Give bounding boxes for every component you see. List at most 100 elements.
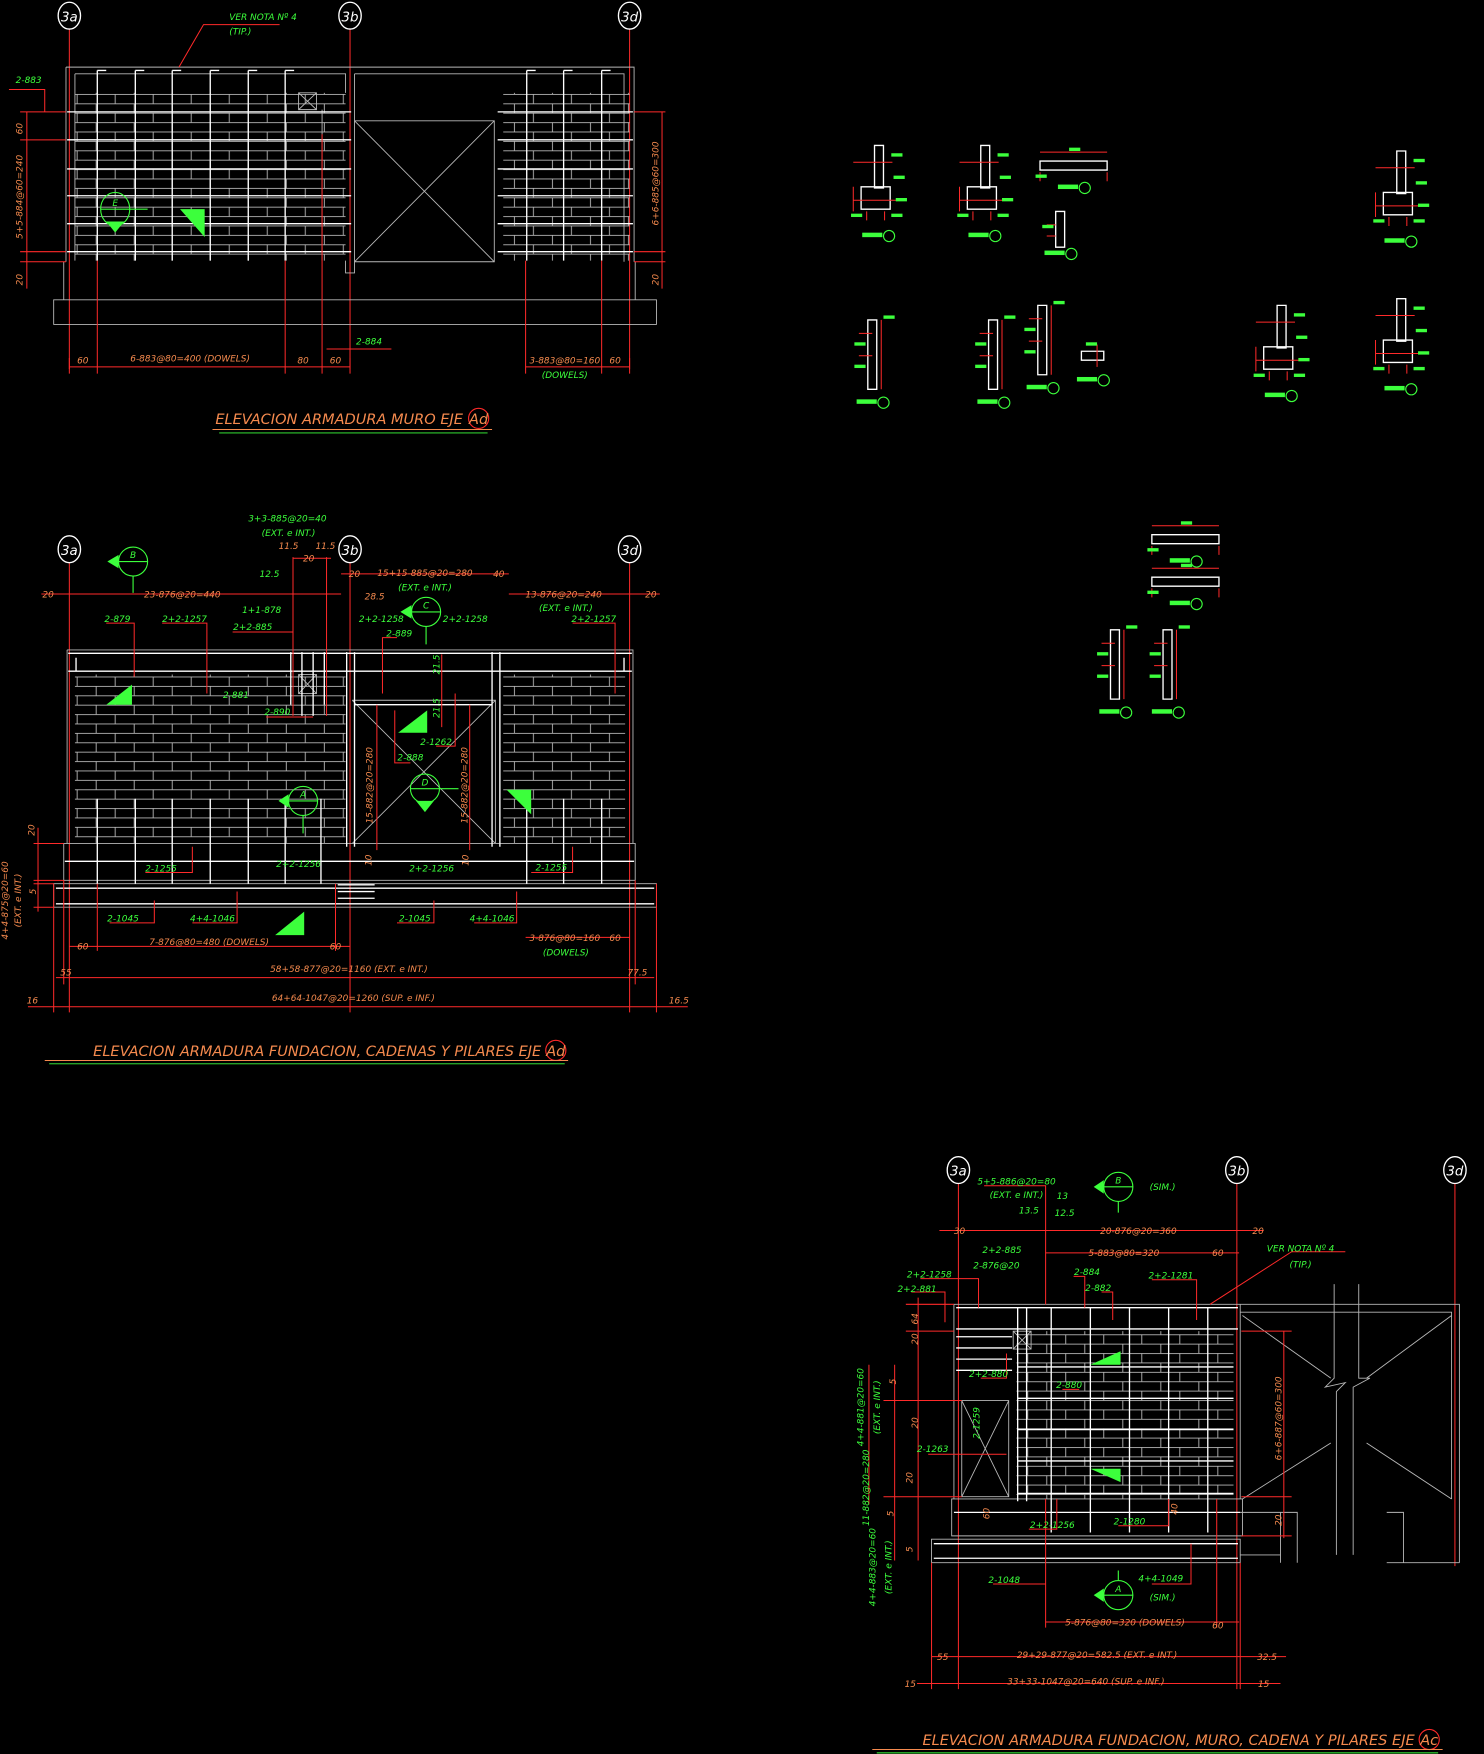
section-dimensions [1151, 567, 1220, 598]
section-letter: B [130, 551, 136, 561]
section-rebar-tag [1002, 197, 1014, 202]
dim-label: 5 [889, 1378, 899, 1384]
section-caption [856, 399, 877, 404]
sim-label: (SIM.) [1150, 1183, 1176, 1193]
section-rebar-tag [1149, 652, 1161, 656]
dim-label: 5 [887, 1510, 897, 1516]
rebar-label: 4+4-1046 [470, 915, 515, 925]
dim-label: 15-882@20=280 [365, 747, 375, 824]
dim-label: 10 [462, 854, 472, 866]
section-detail [1147, 521, 1220, 568]
axis-label: 3a [950, 1165, 967, 1180]
section-mark-b: B [107, 546, 149, 593]
dim-label: 4+4-875@20=60 [1, 861, 11, 940]
section-rebar-tag [851, 213, 863, 218]
section-caption [1264, 392, 1285, 398]
dimension-lines [8, 24, 666, 374]
rebar-label: 2-1259 [973, 1407, 983, 1439]
vertical-rebars [96, 69, 611, 261]
dim-label: 77.5 [627, 968, 647, 978]
axis-tag: Ad [545, 1044, 566, 1060]
dim-label: 80 [297, 357, 309, 367]
section-caption [1099, 709, 1120, 714]
rebar-label: (EXT. e INT.) [262, 529, 316, 539]
section-rebar-tag [999, 175, 1011, 179]
section-details [851, 144, 1430, 719]
dim-label: 5 [29, 888, 39, 894]
rebar-label: 4+4-1046 [190, 915, 235, 925]
section-outline [1382, 150, 1414, 216]
section-rebar-tag [1293, 373, 1306, 377]
rebar-label: 2-1045 [399, 915, 431, 925]
section-rebar-tag [975, 342, 987, 346]
section-outline [1263, 304, 1294, 370]
dim-label: 28.5 [365, 593, 385, 603]
dim-label: 23-876@20=440 [144, 590, 221, 600]
section-rebar-tag [1147, 548, 1159, 552]
section-dimensions [852, 161, 899, 221]
section-rebar-tag [1035, 174, 1047, 178]
section-dimensions [1154, 629, 1177, 700]
section-rebar-tag [1413, 306, 1425, 310]
note-sub: (TIP.) [229, 28, 251, 38]
section-rebar-tag [1415, 181, 1427, 185]
axis-bubble-3b [338, 1, 362, 30]
section-outline [1151, 534, 1220, 545]
wall-geometry [53, 66, 657, 325]
rebar-label: 2-890 [264, 708, 290, 718]
section-letter: A [299, 791, 306, 801]
section-caption [1044, 250, 1065, 256]
section-dimensions [1039, 151, 1108, 182]
rebar-label: 2-1048 [988, 1576, 1020, 1586]
title-text: ELEVACION ARMADURA FUNDACION, CADENAS Y … [93, 1044, 542, 1060]
section-mark-e: E [100, 191, 148, 233]
section-rebar-tag [1042, 224, 1054, 229]
wall-geometry [931, 1284, 1460, 1564]
dim-label: 3-876@80=160 [529, 934, 600, 944]
section-dimensions [858, 319, 882, 390]
axis-bubble-3d [617, 1, 642, 30]
dim-label: 60 [1212, 1622, 1224, 1632]
view-arrow-icon [398, 710, 428, 733]
section-rebar-tag [1413, 219, 1425, 223]
section-caption-bubble [1047, 382, 1060, 395]
dim-label: 20 [303, 555, 315, 565]
dimension-lines [27, 557, 688, 1013]
section-outline [1382, 298, 1414, 364]
elevation-muro-eje-ad: 3a 3b 3d E VER NOTA Nº 4 (TIP.) 2-883 60… [8, 1, 666, 434]
section-rebar-tag [1097, 674, 1109, 678]
section-rebar-tag [1253, 373, 1265, 377]
dim-label: 29+29-877@20=582.5 (EXT. e INT.) [1017, 1651, 1177, 1661]
section-letter: A [1114, 1585, 1121, 1595]
axis-tag: Ac [1419, 1733, 1438, 1749]
rebar-label: 13 [1057, 1192, 1069, 1202]
rebar-label: 2+2-1281 [1148, 1272, 1193, 1282]
rebar-label: 2-1262 [420, 738, 452, 748]
rebar-label: 2-882 [1085, 1284, 1111, 1294]
section-detail [854, 315, 895, 409]
dim-label: 20 [1252, 1227, 1264, 1237]
rebar-label: 2-884 [1074, 1268, 1100, 1278]
section-caption-bubble [1172, 706, 1185, 719]
dim-label: 40 [493, 570, 505, 580]
dim-label: 58+58-877@20=1160 (EXT. e INT.) [270, 965, 428, 975]
rebar-label: 2+2-1256 [409, 864, 454, 874]
section-detail [1097, 625, 1138, 719]
dim-label: 60 [609, 934, 621, 944]
section-caption [1384, 238, 1405, 243]
section-caption [968, 232, 989, 238]
section-outline [1037, 304, 1048, 376]
section-caption [1151, 709, 1172, 714]
dim-label: 15+15-885@20=280 [377, 569, 473, 579]
dim-label: 6+6-885@60=300 [652, 141, 662, 225]
axis-label: 3b [342, 10, 359, 25]
axis-label: 3d [1446, 1165, 1464, 1180]
rebar-label: (DOWELS) [542, 371, 588, 381]
section-marks: B C A D [107, 546, 459, 834]
dim-label: 6+6-887@60=300 [1275, 1376, 1285, 1460]
axis-bubbles: 3a 3b 3d [946, 1155, 1467, 1185]
section-rebar-tag [1053, 300, 1065, 305]
section-detail [1149, 625, 1190, 719]
section-caption-bubble [1285, 389, 1298, 403]
